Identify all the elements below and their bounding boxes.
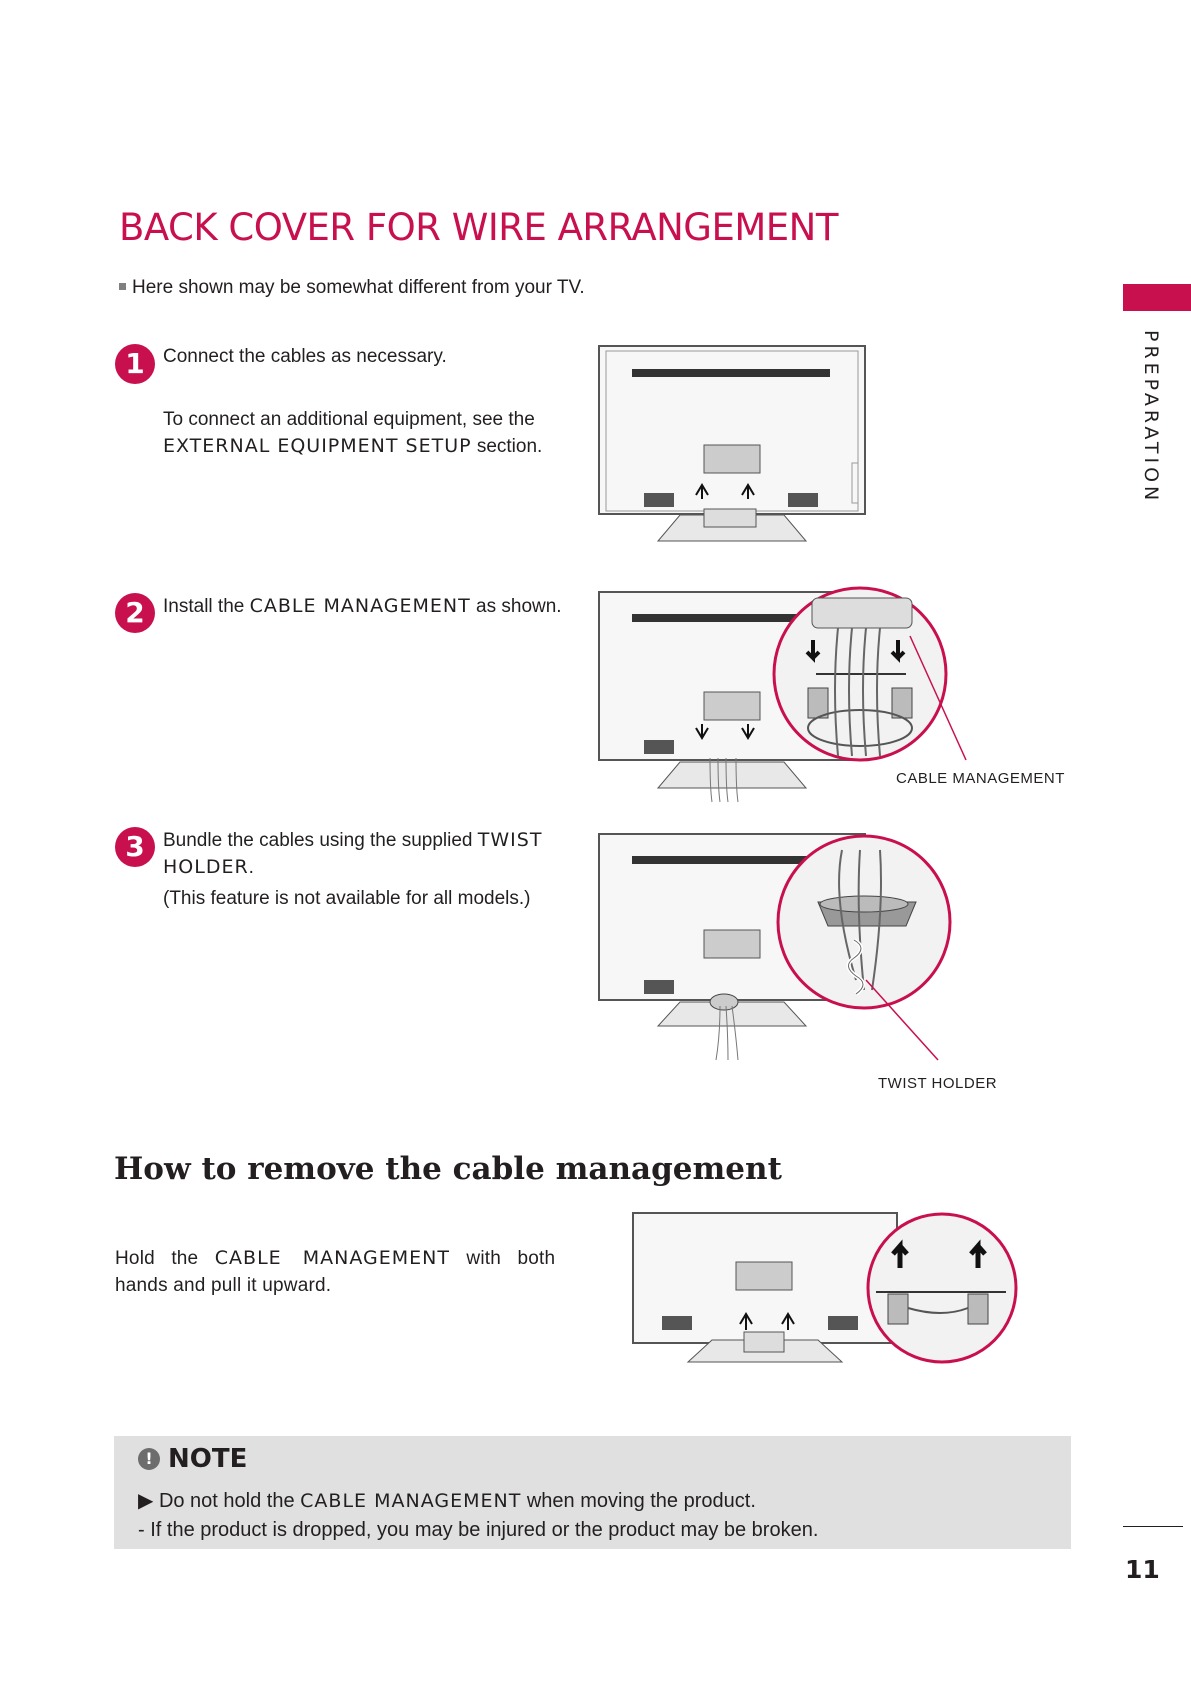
step-1-badge: 1 xyxy=(115,344,155,384)
step-1-reference-line: To connect an additional equipment, see … xyxy=(163,409,535,430)
step-1-text: Connect the cables as necessary. xyxy=(163,346,447,367)
note-bullet: ▶ Do not hold the CABLE MANAGEMENT when … xyxy=(138,1488,756,1513)
note-heading: ! NOTE xyxy=(138,1444,247,1474)
bullet-square-icon xyxy=(119,283,126,290)
intro-note: Here shown may be somewhat different fro… xyxy=(119,277,585,299)
holder-keyword: HOLDER xyxy=(163,856,249,878)
note-bullet-suffix: when moving the product. xyxy=(521,1490,756,1512)
remove-prefix: Hold the xyxy=(115,1248,215,1269)
step-2-text: Install the CABLE MANAGEMENT as shown. xyxy=(163,593,562,620)
step-2-badge: 2 xyxy=(115,593,155,633)
twist-keyword: TWIST xyxy=(477,829,543,851)
step-3-text: Bundle the cables using the supplied TWI… xyxy=(163,827,542,912)
tv-back-illustration-4 xyxy=(632,1212,1018,1364)
tv-back-illustration-2 xyxy=(598,586,967,803)
step-2-prefix: Install the xyxy=(163,596,250,617)
twist-holder-callout: TWIST HOLDER xyxy=(878,1075,998,1092)
note-keyword: CABLE MANAGEMENT xyxy=(300,1490,522,1512)
remove-suffix: with both xyxy=(450,1248,556,1269)
exclamation-icon: ! xyxy=(138,1448,160,1470)
cable-management-keyword: CABLE MANAGEMENT xyxy=(249,595,471,617)
note-bullet-prefix: Do not hold the xyxy=(158,1490,301,1512)
step-1-reference: To connect an additional equipment, see … xyxy=(163,406,542,460)
external-equipment-setup-link: EXTERNAL EQUIPMENT SETUP xyxy=(163,435,472,457)
tv-back-illustration-1 xyxy=(598,345,866,542)
page-title: BACK COVER FOR WIRE ARRANGEMENT xyxy=(119,206,838,249)
step-3-availability: (This feature is not available for all m… xyxy=(163,888,531,909)
section-tab-label: PREPARATION xyxy=(1140,330,1162,505)
page-number: 11 xyxy=(1125,1555,1160,1584)
step-3-badge: 3 xyxy=(115,827,155,867)
remove-instructions: Hold the CABLE MANAGEMENT with both hand… xyxy=(115,1245,555,1299)
note-box xyxy=(114,1436,1071,1549)
step-3-line-1: Bundle the cables using the supplied TWI… xyxy=(163,827,542,854)
remove-keyword: CABLE MANAGEMENT xyxy=(214,1247,450,1269)
section-tab-marker xyxy=(1123,284,1191,311)
note-heading-text: NOTE xyxy=(168,1444,248,1474)
step-3-period: . xyxy=(248,857,254,878)
intro-note-text: Here shown may be somewhat different fro… xyxy=(132,277,585,298)
step-3-prefix: Bundle the cables using the supplied xyxy=(163,830,478,851)
triangle-bullet-icon: ▶ xyxy=(138,1490,159,1512)
step-1-reference-line-2: EXTERNAL EQUIPMENT SETUP section. xyxy=(163,433,542,460)
cable-management-callout: CABLE MANAGEMENT xyxy=(896,770,1065,787)
step-1-reference-suffix: section. xyxy=(471,436,543,457)
step-3-line-2: HOLDER. xyxy=(163,854,542,881)
remove-instructions-line-2: hands and pull it upward. xyxy=(115,1275,332,1296)
tv-back-illustration-3 xyxy=(598,833,952,1061)
note-sub: - If the product is dropped, you may be … xyxy=(138,1519,819,1541)
remove-section-heading: How to remove the cable management xyxy=(114,1151,782,1187)
remove-instructions-line-1: Hold the CABLE MANAGEMENT with both xyxy=(115,1245,555,1272)
page-number-rule xyxy=(1123,1526,1183,1527)
step-2-suffix: as shown. xyxy=(470,596,562,617)
